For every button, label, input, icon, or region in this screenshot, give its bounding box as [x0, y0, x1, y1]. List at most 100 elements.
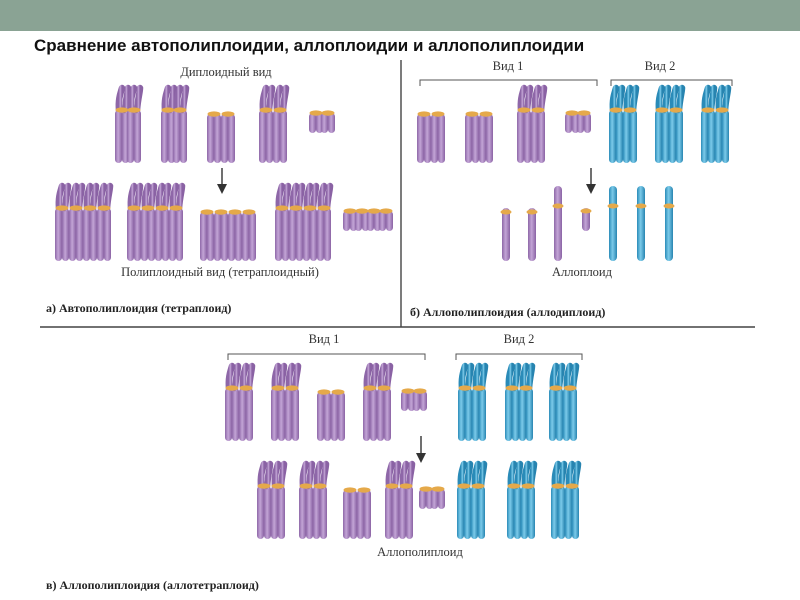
- chromosome-purple: [115, 84, 132, 163]
- chromosome-blue: [635, 186, 647, 261]
- chromosome-purple: [465, 111, 479, 163]
- header-bar: [0, 0, 800, 31]
- arrow-c: [416, 436, 426, 463]
- chromosome-set: [55, 84, 732, 539]
- chromosome-purple: [377, 362, 394, 441]
- caption-allotetraploid: в) Аллополиплоидия (аллотетраплоид): [46, 578, 259, 592]
- chromosome-blue: [609, 84, 626, 163]
- chromosome-purple: [257, 460, 274, 539]
- chromosome-purple: [221, 111, 235, 163]
- bracket-b-species1: [419, 79, 598, 86]
- chromosome-purple: [431, 111, 445, 163]
- chromosome-purple: [200, 209, 214, 261]
- chromosome-purple: [161, 84, 178, 163]
- chromosome-purple: [155, 182, 172, 261]
- chromosome-purple: [517, 84, 534, 163]
- panel-c-species2-label: Вид 2: [504, 332, 535, 346]
- chromosome-purple: [500, 208, 512, 261]
- chromosome-purple: [552, 186, 564, 261]
- chromosome-purple: [299, 460, 316, 539]
- chromosome-blue: [472, 362, 489, 441]
- arrow-a: [217, 168, 227, 194]
- chromosome-blue: [701, 84, 718, 163]
- caption-autopolyploidy: а) Автополиплоидия (тетраплоид): [46, 301, 231, 315]
- chromosome-purple: [379, 208, 393, 231]
- chromosome-purple: [169, 182, 186, 261]
- chromosome-purple: [385, 460, 402, 539]
- diploid-species-label: Диплоидный вид: [180, 65, 272, 79]
- chromosome-purple: [317, 182, 334, 261]
- chromosome-purple: [417, 111, 431, 163]
- chromosome-blue: [551, 460, 568, 539]
- slide-title: Сравнение автополиплоидии, аллоплоидии и…: [34, 36, 585, 55]
- chromosome-purple: [289, 182, 306, 261]
- chromosome-purple: [363, 362, 380, 441]
- chromosome-purple: [413, 388, 427, 411]
- chromosome-purple: [214, 209, 228, 261]
- chromosome-purple: [239, 362, 256, 441]
- chromosome-purple: [357, 487, 371, 539]
- panel-c-species1-label: Вид 1: [309, 332, 340, 346]
- chromosome-blue: [457, 460, 474, 539]
- arrow-b: [586, 168, 596, 194]
- chromosome-blue: [655, 84, 672, 163]
- chromosome-purple: [526, 208, 538, 261]
- chromosome-purple: [580, 208, 592, 231]
- chromosome-blue: [505, 362, 522, 441]
- chromosome-blue: [519, 362, 536, 441]
- chromosome-purple: [259, 84, 276, 163]
- chromosome-purple: [313, 460, 330, 539]
- chromosome-purple: [343, 208, 357, 231]
- chromosome-purple: [479, 111, 493, 163]
- panel-b-species1-label: Вид 1: [493, 59, 524, 73]
- chromosome-purple: [271, 362, 288, 441]
- chromosome-purple: [97, 182, 114, 261]
- chromosome-purple: [399, 460, 416, 539]
- chromosome-blue: [521, 460, 538, 539]
- alloploid-label: Аллоплоид: [552, 265, 613, 279]
- chromosome-blue: [563, 362, 580, 441]
- chromosome-blue: [663, 186, 675, 261]
- chromosome-purple: [419, 486, 433, 509]
- bracket-c-species1: [227, 353, 426, 360]
- chromosome-blue: [607, 186, 619, 261]
- chromosome-purple: [309, 110, 323, 133]
- chromosome-blue: [471, 460, 488, 539]
- bracket-c-species2: [455, 353, 583, 360]
- chromosome-purple: [401, 388, 415, 411]
- chromosome-purple: [173, 84, 190, 163]
- chromosome-purple: [127, 84, 144, 163]
- chromosome-blue: [549, 362, 566, 441]
- chromosome-purple: [303, 182, 320, 261]
- caption-allodiploid: б) Аллополиплоидия (аллодиплоид): [410, 305, 605, 319]
- chromosome-purple: [273, 84, 290, 163]
- chromosome-purple: [55, 182, 72, 261]
- allopolyploid-label: Аллополиплоид: [377, 545, 463, 559]
- chromosome-purple: [141, 182, 158, 261]
- chromosome-purple: [275, 182, 292, 261]
- chromosome-blue: [507, 460, 524, 539]
- chromosome-purple: [83, 182, 100, 261]
- chromosome-purple: [207, 111, 221, 163]
- chromosome-purple: [285, 362, 302, 441]
- chromosome-purple: [127, 182, 144, 261]
- chromosome-purple: [321, 110, 335, 133]
- chromosome-purple: [431, 486, 445, 509]
- chromosome-blue: [715, 84, 732, 163]
- chromosome-purple: [577, 110, 591, 133]
- chromosome-blue: [623, 84, 640, 163]
- chromosome-purple: [242, 209, 256, 261]
- chromosome-purple: [343, 487, 357, 539]
- chromosome-purple: [271, 460, 288, 539]
- chromosome-purple: [69, 182, 86, 261]
- bracket-b-species2: [610, 79, 733, 86]
- chromosome-blue: [458, 362, 475, 441]
- polyploid-species-label: Полиплоидный вид (тетраплоидный): [121, 265, 319, 279]
- chromosome-blue: [565, 460, 582, 539]
- chromosome-purple: [565, 110, 579, 133]
- chromosome-purple: [225, 362, 242, 441]
- chromosome-purple: [331, 389, 345, 441]
- chromosome-purple: [531, 84, 548, 163]
- chromosome-blue: [669, 84, 686, 163]
